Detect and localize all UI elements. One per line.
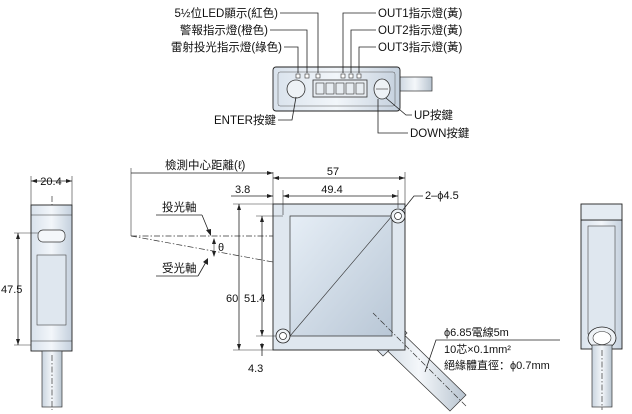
indicator-leds	[295, 73, 362, 79]
callouts-left-leaders	[270, 12, 319, 73]
label-receive-axis: 受光軸	[162, 261, 197, 275]
cable-spec-diameter: ϕ6.85電線5m	[444, 325, 509, 339]
callout-out3: OUT3指示燈(黃)	[378, 40, 462, 54]
cable-spec-cores: 10芯×0.1mm²	[444, 342, 511, 356]
label-theta: θ	[218, 242, 224, 254]
dim-bottom-4-3: 4.3	[248, 363, 263, 375]
callout-up-key: UP按鍵	[414, 108, 453, 122]
dim-side-width: 20.4	[40, 176, 61, 188]
dim-hole-pitch-49-4: 49.4	[321, 184, 342, 196]
right-side-view	[580, 203, 623, 410]
callout-out1: OUT1指示燈(黃)	[378, 6, 462, 20]
front-view-sensor	[272, 203, 467, 412]
dim-hole-pitch-51-4: 51.4	[244, 293, 265, 305]
dim-height-60: 60	[226, 293, 238, 305]
led-display-digits	[315, 82, 365, 95]
callout-led-display: 5½位LED顯示(紅色)	[174, 6, 278, 20]
callout-laser-indicator: 雷射投光指示燈(綠色)	[171, 40, 282, 54]
dim-width-57: 57	[327, 166, 339, 178]
cable-spec-insulation: 絕緣體直徑：ϕ0.7mm	[444, 358, 550, 372]
callout-down-key: DOWN按鍵	[410, 126, 470, 140]
callout-alarm-indicator: 警報指示燈(橙色)	[180, 23, 268, 37]
callout-enter-key: ENTER按鍵	[214, 113, 276, 127]
callout-out2: OUT2指示燈(黃)	[378, 23, 462, 37]
dim-side-height: 47.5	[1, 284, 22, 296]
callouts-right-leaders	[342, 12, 376, 73]
dim-holes: 2–ϕ4.5	[425, 190, 459, 202]
label-emit-axis: 投光軸	[162, 200, 197, 214]
dim-offset-3-8: 3.8	[235, 184, 250, 196]
dim-detect-distance: 檢測中心距離(ℓ)	[165, 158, 246, 172]
top-view-sensor	[272, 66, 433, 112]
left-side-view	[30, 196, 73, 410]
